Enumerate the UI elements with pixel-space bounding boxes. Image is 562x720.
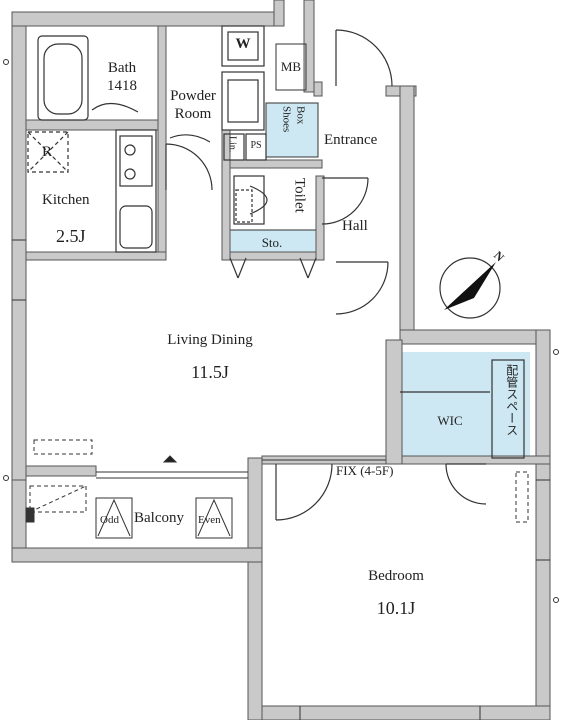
mb-box: [275, 43, 307, 91]
balcony-boxes: [25, 497, 233, 539]
fix-window-label: FIX (4-5F): [336, 463, 394, 478]
kitchen-label: Kitchen: [42, 192, 90, 208]
bathtub: [37, 35, 139, 121]
odd-label: Odd: [100, 514, 119, 526]
door-swings: [165, 29, 525, 521]
shoes-box-label-2: Box: [294, 106, 307, 125]
balcony-label: Balcony: [134, 510, 184, 526]
bedroom-label: Bedroom: [368, 568, 424, 584]
bath-label: Bath: [107, 60, 137, 76]
wic-label: WIC: [437, 413, 463, 428]
wall-marks: [3, 59, 559, 720]
even-label: Even: [198, 514, 221, 526]
washer-label: W: [235, 36, 251, 52]
bedroom-size: 10.1J: [376, 598, 416, 618]
kitchen-fixtures: [27, 129, 157, 253]
mb-label: MB: [280, 59, 302, 74]
kitchen-size: 2.5J: [56, 226, 86, 246]
wic-fill: [400, 352, 530, 460]
powder-room-label-1: Powder: [170, 88, 216, 104]
hall-label: Hall: [342, 218, 368, 234]
lin-label: Lin.: [226, 136, 238, 153]
toilet-fixture: [233, 175, 268, 225]
entrance-label: Entrance: [324, 132, 378, 148]
living-dining-label: Living Dining: [167, 332, 253, 348]
dashed-fixtures: [29, 439, 529, 523]
walls: [11, 0, 551, 720]
powder-room-label-2: Room: [174, 106, 212, 122]
toilet-label: Toilet: [291, 178, 308, 213]
storage-label: Sto.: [261, 235, 283, 250]
sliding-windows: [96, 455, 386, 479]
refrigerator-label: R: [41, 144, 52, 160]
ps-label: PS: [250, 140, 262, 151]
piping-space-label: 配管スペース: [504, 364, 519, 436]
living-dining-size: 11.5J: [191, 362, 229, 382]
lin-ps-cabinets: [223, 133, 267, 161]
shoes-box-label-1: Shoes: [280, 106, 293, 133]
bath-size: 1418: [107, 78, 137, 94]
compass-icon: [439, 257, 501, 319]
washer-box: [169, 25, 265, 143]
shoes-box-fill: [265, 102, 319, 158]
